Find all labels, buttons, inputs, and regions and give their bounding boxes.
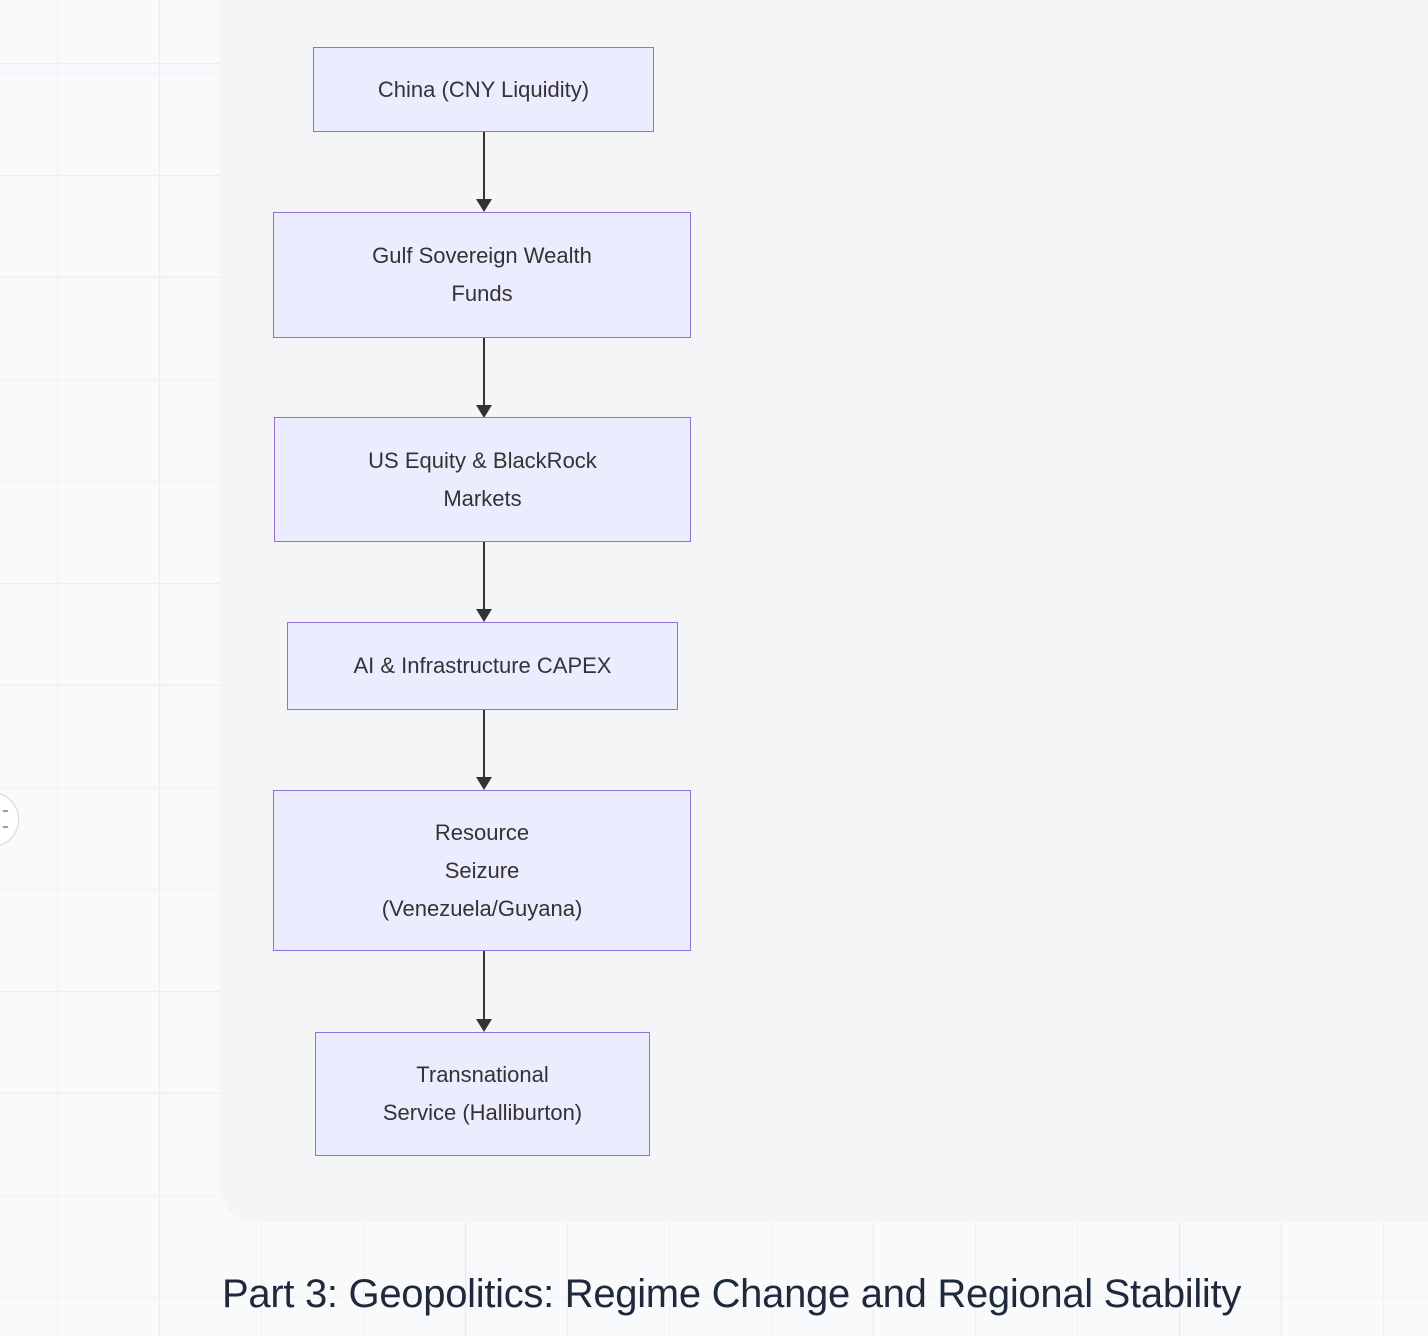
page-heading: Part 3: Geopolitics: Regime Change and R…	[222, 1272, 1242, 1316]
flowchart-node-us-equity: US Equity & BlackRock Markets	[274, 417, 691, 542]
flow-arrow	[476, 542, 492, 622]
flowchart-node-transnational-service: Transnational Service (Halliburton)	[315, 1032, 650, 1156]
arrow-line	[483, 338, 485, 407]
arrow-line	[483, 132, 485, 201]
flow-arrow	[476, 710, 492, 790]
arrow-line	[483, 542, 485, 611]
flow-arrow	[476, 951, 492, 1032]
flow-arrow	[476, 132, 492, 212]
handle-dash-icon	[3, 826, 8, 828]
arrow-line	[483, 951, 485, 1021]
arrowhead-icon	[476, 1019, 492, 1032]
flowchart-node-ai-capex: AI & Infrastructure CAPEX	[287, 622, 678, 710]
arrow-line	[483, 710, 485, 779]
handle-dash-icon	[3, 810, 8, 812]
floating-handle-button[interactable]	[0, 792, 19, 847]
arrowhead-icon	[476, 199, 492, 212]
flowchart-node-china: China (CNY Liquidity)	[313, 47, 654, 132]
arrowhead-icon	[476, 777, 492, 790]
flowchart-node-resource-seizure: Resource Seizure (Venezuela/Guyana)	[273, 790, 691, 951]
flow-arrow	[476, 338, 492, 418]
arrowhead-icon	[476, 405, 492, 418]
arrowhead-icon	[476, 609, 492, 622]
diagram-panel	[220, 0, 1428, 1222]
flowchart-node-gulf-swf: Gulf Sovereign Wealth Funds	[273, 212, 691, 338]
